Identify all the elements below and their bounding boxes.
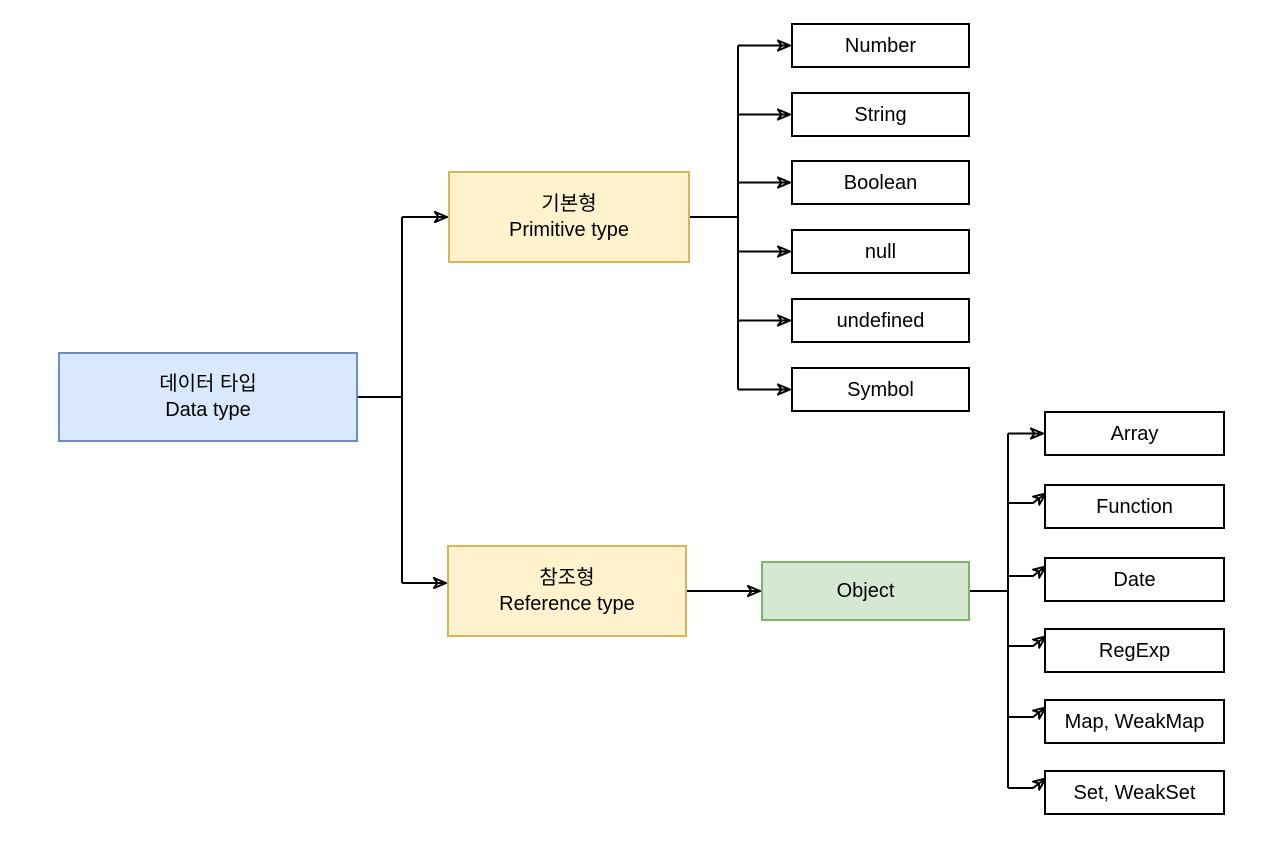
node-array: Array [1044,411,1225,456]
edge-object-map [1008,708,1045,717]
node-reference-type: 참조형 Reference type [447,545,687,637]
node-number: Number [791,23,970,68]
node-date-label: Date [1113,568,1156,591]
node-primitive-type: 기본형 Primitive type [448,171,690,263]
node-object: Object [761,561,970,621]
node-set-weakset-label: Set, WeakSet [1073,781,1196,804]
node-map-weakmap: Map, WeakMap [1044,699,1225,744]
edge-object-set [1008,779,1045,788]
node-array-label: Array [1110,422,1159,445]
node-object-label: Object [836,580,895,602]
node-number-label: Number [844,34,917,57]
node-symbol-label: Symbol [847,378,914,401]
node-regexp: RegExp [1044,628,1225,673]
node-boolean: Boolean [791,160,970,205]
node-null-label: null [864,240,897,263]
edge-object-date [1008,567,1045,576]
node-data-type-label-en: Data type [165,399,251,421]
node-primitive-type-label-en: Primitive type [508,219,630,241]
node-date: Date [1044,557,1225,602]
node-function: Function [1044,484,1225,529]
node-data-type-label-ko: 데이터 타입 [159,373,257,395]
edge-object-function [1008,494,1045,503]
node-null: null [791,229,970,274]
node-undefined: undefined [791,298,970,343]
node-symbol: Symbol [791,367,970,412]
node-data-type: 데이터 타입 Data type [58,352,358,442]
node-boolean-label: Boolean [843,171,918,194]
node-reference-type-label-ko: 참조형 [539,567,595,589]
edge-object-regexp [1008,637,1045,646]
node-map-weakmap-label: Map, WeakMap [1064,710,1205,733]
node-string: String [791,92,970,137]
node-set-weakset: Set, WeakSet [1044,770,1225,815]
node-function-label: Function [1096,495,1173,518]
node-undefined-label: undefined [836,309,925,332]
node-reference-type-label-en: Reference type [499,593,635,615]
node-primitive-type-label-ko: 기본형 [541,193,597,215]
node-regexp-label: RegExp [1098,639,1171,662]
node-string-label: String [854,103,907,126]
